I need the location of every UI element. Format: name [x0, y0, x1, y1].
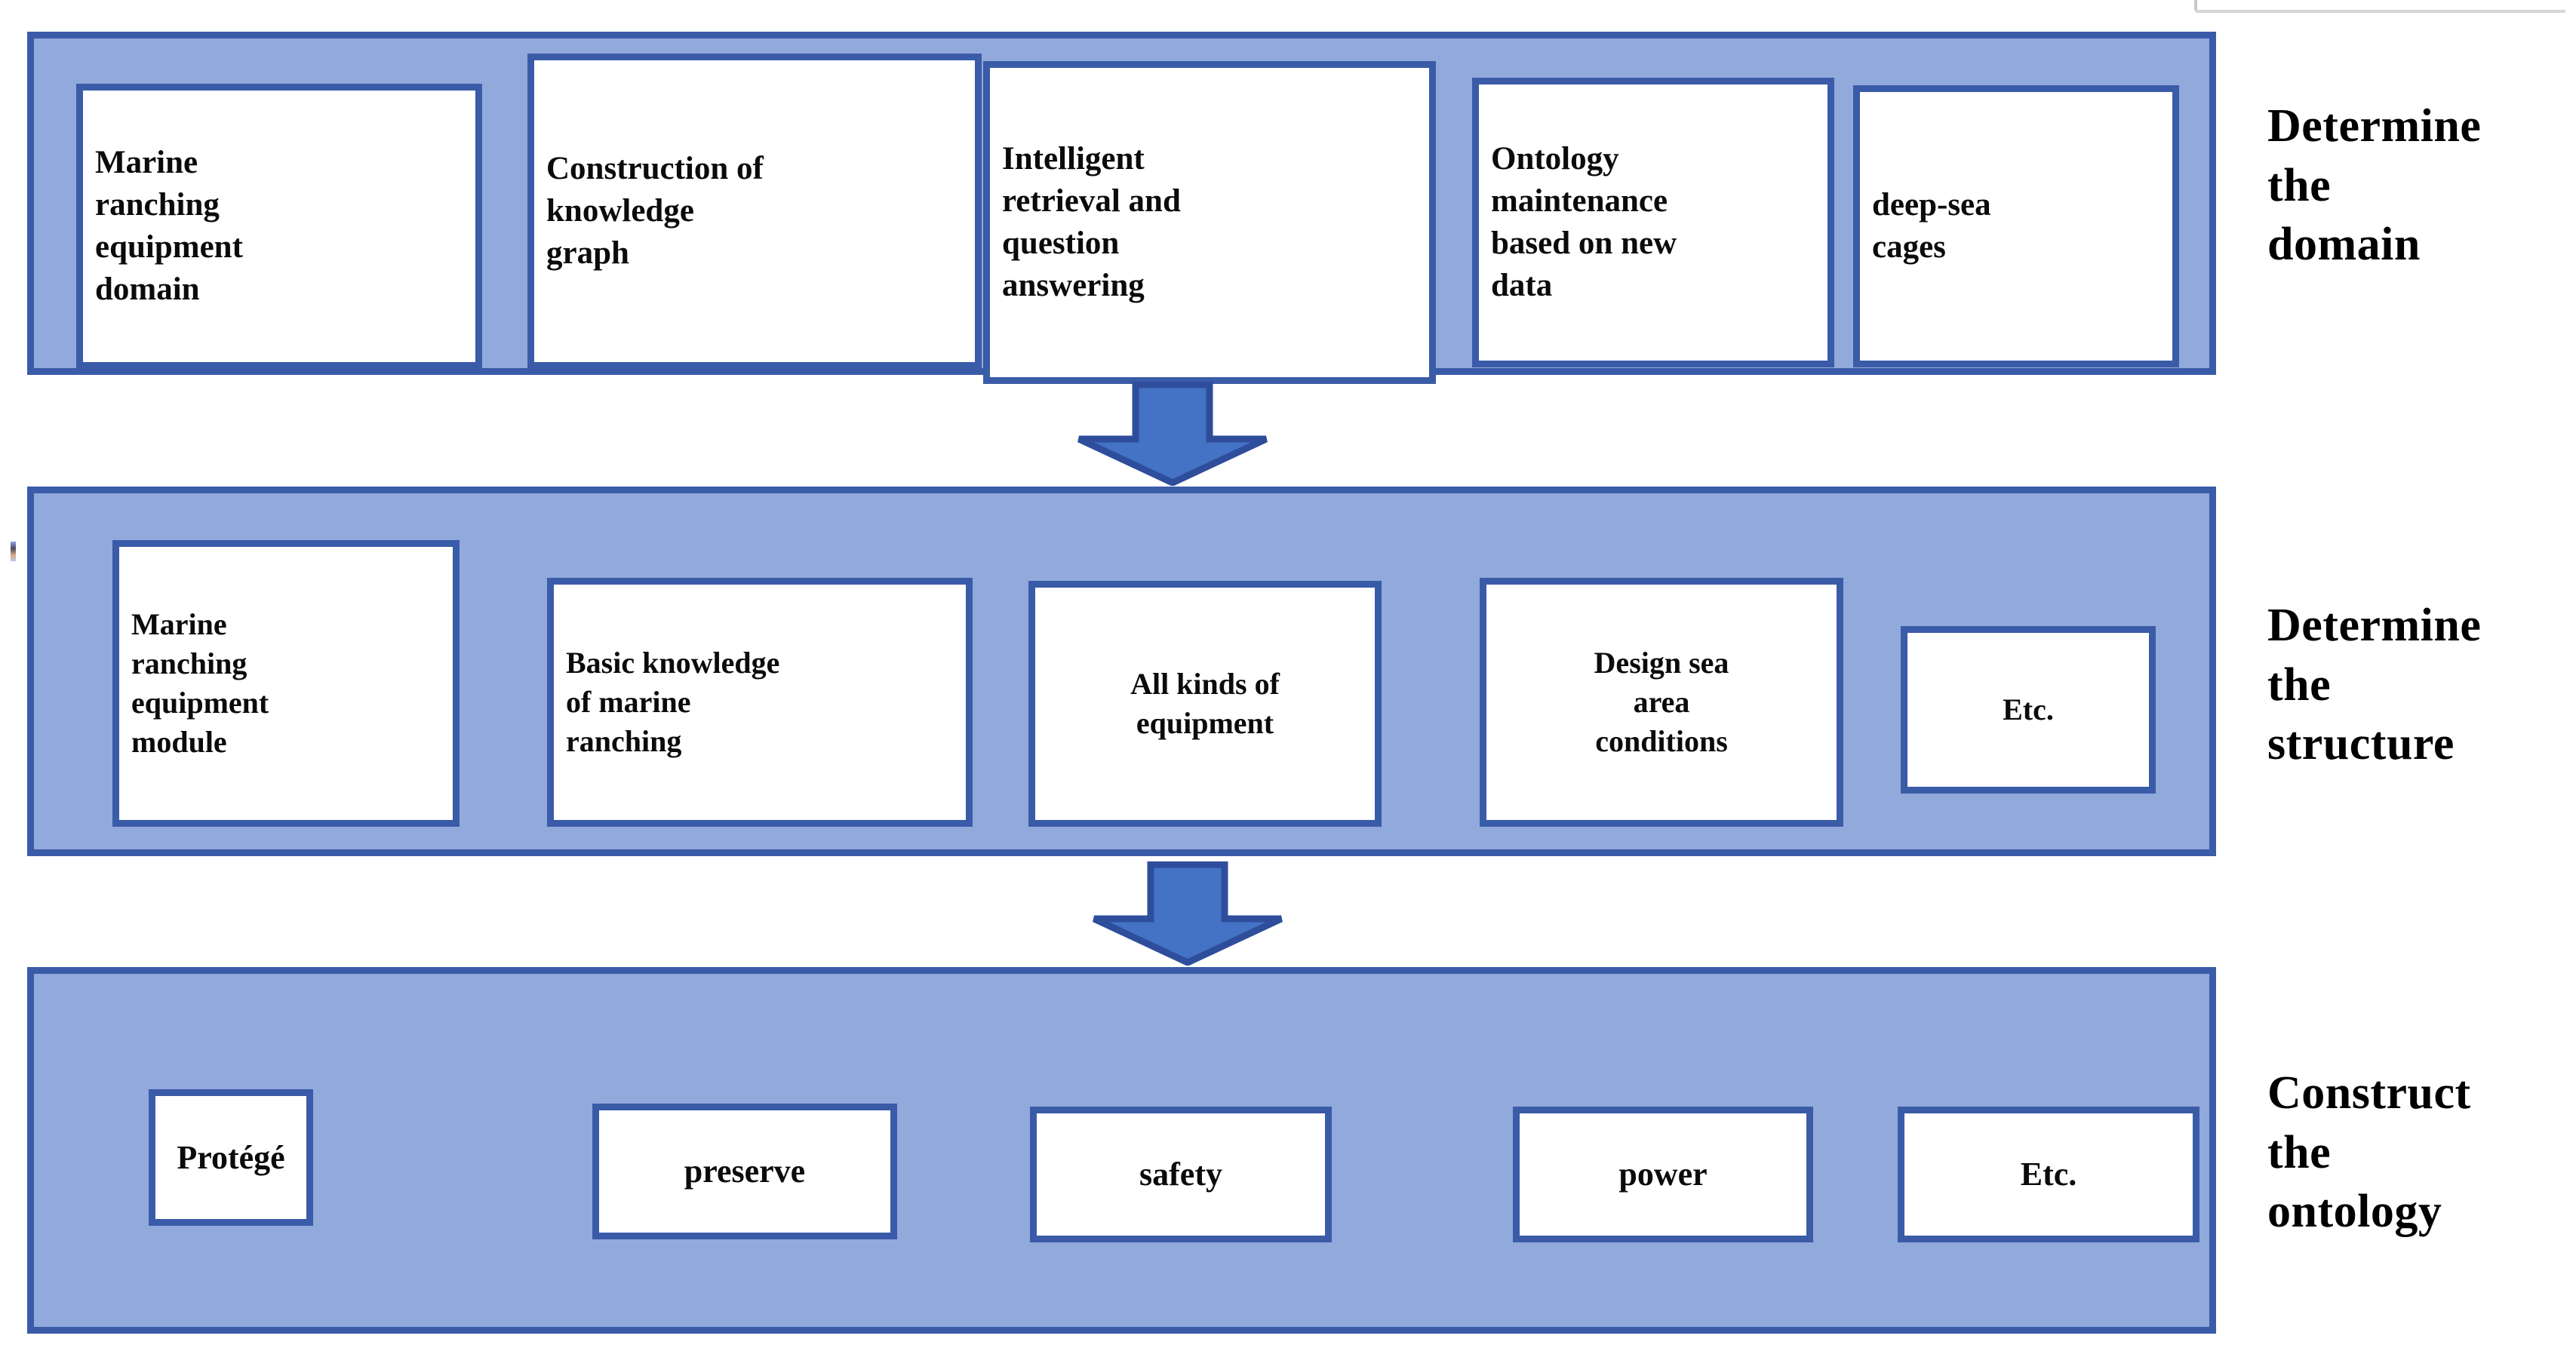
ontology-box-label: preserve — [684, 1153, 806, 1190]
ontology-box-power[interactable]: power — [1513, 1107, 1813, 1242]
domain-box-marine-ranching-equipment-domain[interactable]: Marine ranching equipment domain — [76, 84, 482, 369]
page-edge-artifact-vertical — [2194, 0, 2197, 11]
ontology-box-safety[interactable]: safety — [1030, 1107, 1332, 1242]
stray-glyph-artifact — [11, 542, 16, 561]
structure-box-label: Marine ranching equipment module — [131, 607, 269, 759]
ontology-box-label: Protégé — [177, 1138, 285, 1176]
stage-caption-construct-the-ontology: Construct the ontology — [2267, 1067, 2471, 1238]
domain-box-construction-of-knowledge-graph[interactable]: Construction of knowledge graph — [527, 54, 982, 369]
ontology-box-protege[interactable]: Protégé — [149, 1089, 313, 1226]
structure-box-all-kinds-of-equipment[interactable]: All kinds of equipment — [1028, 581, 1382, 827]
domain-box-label: Intelligent retrieval and question answe… — [1002, 141, 1181, 303]
ontology-box-label: safety — [1139, 1156, 1222, 1193]
ontology-box-label: Etc. — [2020, 1156, 2077, 1193]
structure-box-label: Design sea area conditions — [1594, 646, 1729, 758]
stage-band-determine-the-domain: Marine ranching equipment domain Constru… — [27, 32, 2216, 384]
stage-band-determine-the-structure: Marine ranching equipment module Basic k… — [27, 487, 2216, 856]
structure-box-label: Basic knowledge of marine ranching — [566, 646, 780, 758]
ontology-box-etc[interactable]: Etc. — [1898, 1107, 2199, 1242]
domain-box-label: Ontology maintenance based on new data — [1491, 141, 1677, 303]
domain-box-deep-sea-cages[interactable]: deep-sea cages — [1853, 85, 2179, 367]
domain-box-intelligent-retrieval-and-question-answering[interactable]: Intelligent retrieval and question answe… — [983, 61, 1436, 384]
domain-box-label: Construction of knowledge graph — [546, 151, 764, 271]
stage-band-construct-the-ontology: Protégé preserve safety power Etc. — [27, 967, 2216, 1334]
structure-box-etc[interactable]: Etc. — [1901, 626, 2156, 794]
structure-box-marine-ranching-equipment-module[interactable]: Marine ranching equipment module — [112, 540, 460, 827]
domain-box-label: Marine ranching equipment domain — [95, 145, 243, 307]
structure-box-label: Etc. — [2003, 692, 2054, 726]
ontology-box-label: power — [1618, 1156, 1708, 1193]
structure-box-design-sea-area-conditions[interactable]: Design sea area conditions — [1480, 578, 1843, 827]
domain-box-ontology-maintenance-based-on-new-data[interactable]: Ontology maintenance based on new data — [1472, 78, 1834, 367]
stage-caption-determine-the-domain: Determine the domain — [2267, 100, 2482, 271]
page-edge-artifact-horizontal — [2196, 10, 2565, 13]
ontology-box-preserve[interactable]: preserve — [592, 1104, 897, 1239]
structure-box-basic-knowledge-of-marine-ranching[interactable]: Basic knowledge of marine ranching — [547, 578, 973, 827]
arrow-row2-to-row3 — [1087, 861, 1289, 966]
structure-box-label: All kinds of equipment — [1130, 667, 1280, 740]
arrow-row1-to-row2 — [1071, 382, 1274, 486]
domain-box-label: deep-sea cages — [1872, 187, 1991, 265]
stage-caption-determine-the-structure: Determine the structure — [2267, 600, 2482, 770]
